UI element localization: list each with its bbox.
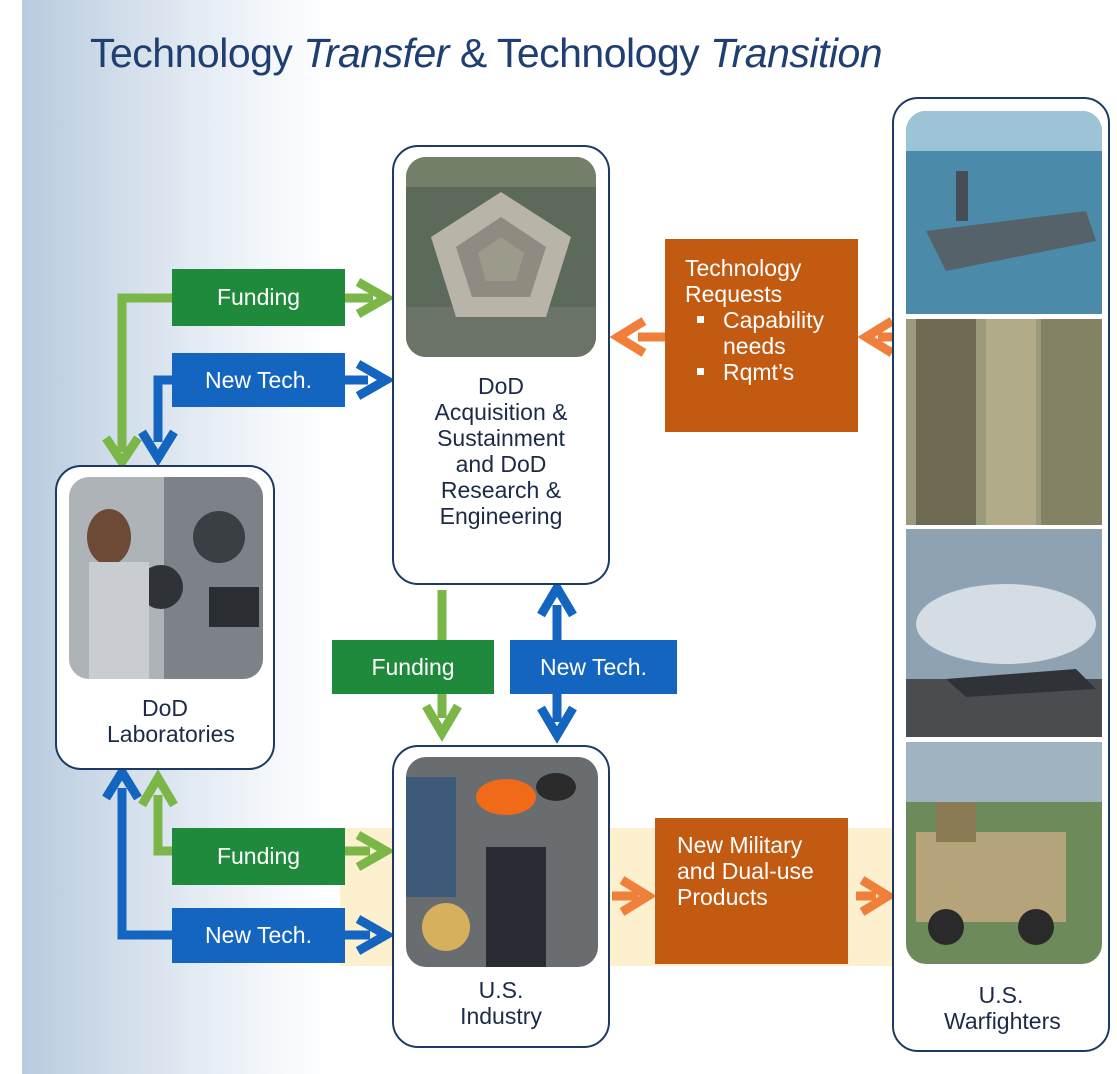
page-title: Technology Transfer & Technology Transit… [90, 30, 883, 77]
dod-acquisition-label: DoD Acquisition & Sustainment and DoD Re… [434, 373, 568, 529]
humvee-photo [906, 742, 1102, 964]
us-warfighters-node: U.S. Warfighters [892, 97, 1110, 1052]
title-part-3: & Technology [448, 30, 711, 76]
request-item-capability: Capability needs [685, 307, 848, 359]
funding-label-mid: Funding [332, 640, 494, 694]
industry-photo [406, 757, 598, 967]
products-box-arrowhead [619, 876, 657, 916]
funding-labs-arrowhead-bottom [138, 769, 178, 808]
request-warfighters-arrowhead [857, 317, 895, 357]
technology-requests-box: Technology Requests Capability needs Rqm… [665, 239, 858, 432]
newtech-label-bottom: New Tech. [172, 908, 345, 963]
newtech-labs-arrowhead-bottom [102, 763, 142, 801]
fighter-jet-photo [906, 529, 1102, 737]
funding-acq-arrowhead [355, 278, 396, 318]
new-products-label: New Military and Dual-use Products [677, 832, 814, 910]
funding-label-bottom: Funding [172, 828, 345, 885]
request-item-rqmts: Rqmt’s [685, 359, 848, 385]
laboratory-photo [69, 477, 263, 679]
newtech-industry-arrowhead-bottom [355, 915, 396, 955]
technology-requests-title: Technology Requests [685, 255, 802, 307]
request-acq-arrowhead [609, 317, 647, 357]
newtech-label-mid: New Tech. [510, 640, 677, 694]
us-industry-node: U.S. Industry [392, 745, 610, 1048]
newtech-industry-arrowhead-down [537, 705, 577, 744]
new-products-box: New Military and Dual-use Products [655, 818, 848, 964]
dod-laboratories-label: DoD Laboratories [107, 695, 235, 747]
newtech-acq-arrowhead [355, 360, 396, 400]
funding-industry-arrowhead-bottom [355, 831, 396, 871]
pentagon-photo [406, 157, 596, 357]
us-warfighters-label: U.S. Warfighters [944, 982, 1061, 1034]
newtech-labs-arrowhead-top [138, 429, 178, 467]
technology-requests-list: Capability needs Rqmt’s [685, 307, 848, 385]
dod-acquisition-node: DoD Acquisition & Sustainment and DoD Re… [392, 145, 610, 585]
soldiers-photo [906, 319, 1102, 525]
funding-labs-arrowhead-top [102, 435, 142, 471]
us-industry-label: U.S. Industry [460, 977, 542, 1029]
aircraft-carrier-photo [906, 111, 1102, 314]
left-margin [0, 0, 22, 1074]
title-part-1: Technology [90, 30, 304, 76]
newtech-label-top: New Tech. [172, 353, 345, 407]
products-warfighters-arrowhead [859, 876, 897, 916]
title-part-4: Transition [710, 30, 883, 76]
title-part-2: Transfer [303, 30, 449, 76]
funding-industry-arrowhead-top [422, 703, 462, 742]
funding-label-top: Funding [172, 269, 345, 326]
newtech-acq-arrowhead-up [537, 579, 577, 618]
dod-laboratories-node: DoD Laboratories [55, 465, 275, 770]
